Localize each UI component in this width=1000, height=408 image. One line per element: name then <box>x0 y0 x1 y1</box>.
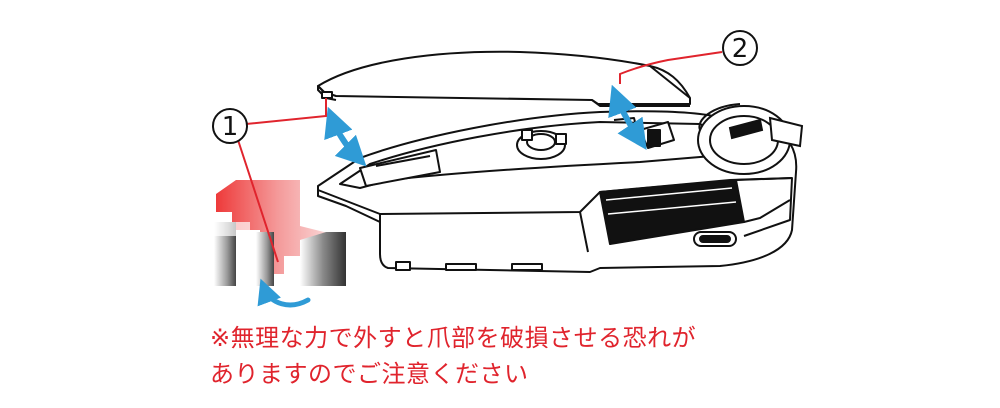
callout-1: 1 <box>212 108 248 144</box>
removal-direction-arrows <box>324 84 647 167</box>
callout-1-leader <box>237 139 279 263</box>
callout-2-line <box>619 51 723 84</box>
left-lift-arrow <box>324 106 367 167</box>
scroll-wheel <box>697 103 804 175</box>
caution-note: ※無理な力で外すと爪部を破損させる恐れが ありますのでご注意ください <box>210 320 810 392</box>
caution-line-1: ※無理な力で外すと爪部を破損させる恐れが <box>210 324 697 352</box>
callout-1-number: 1 <box>222 112 239 142</box>
callout-lines <box>237 51 723 263</box>
callout-2: 2 <box>722 30 758 66</box>
mouse-body <box>317 110 798 273</box>
callout-1-line <box>245 98 327 125</box>
right-lift-arrow <box>608 84 647 150</box>
top-cover <box>317 50 691 107</box>
callout-2-number: 2 <box>732 34 749 64</box>
caution-line-2: ありますのでご注意ください <box>210 360 529 388</box>
clip-detail-inset <box>214 180 346 308</box>
rotate-arrow <box>257 278 311 308</box>
